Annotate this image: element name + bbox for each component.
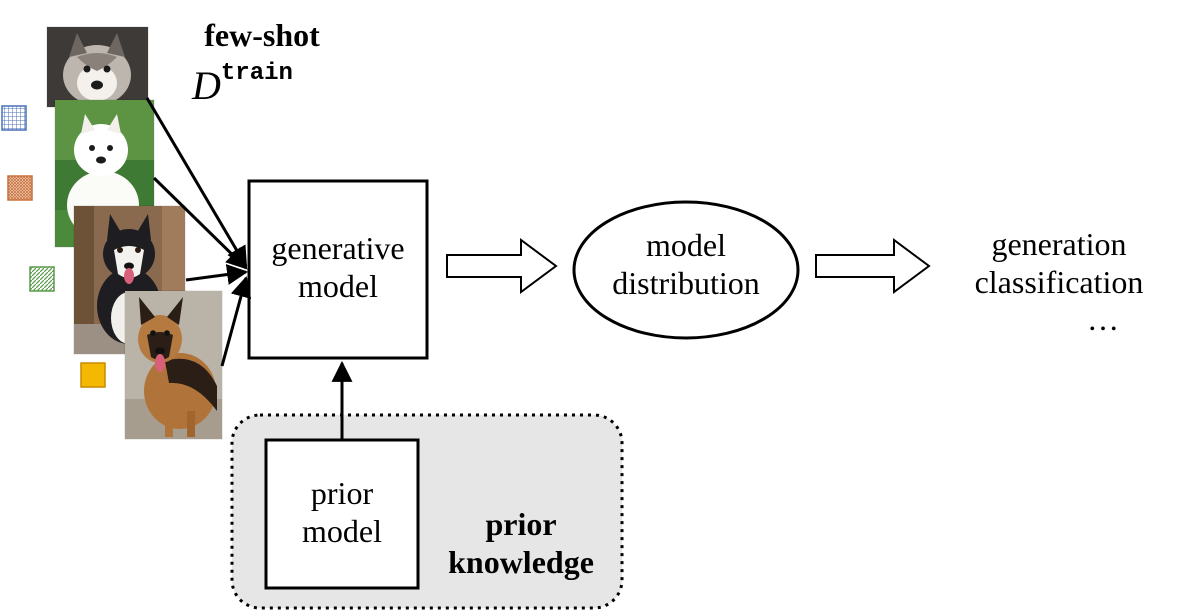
model-distribution-label: model distribution <box>574 226 798 303</box>
dataset-superscript: train <box>220 60 293 87</box>
output-ellipsis: … <box>1087 300 1119 337</box>
prior-knowledge-line1: prior <box>485 506 557 542</box>
hollow-arrow-to-outputs <box>815 238 931 294</box>
output-generation: generation <box>991 226 1127 262</box>
generative-model-line2: model <box>298 268 378 305</box>
prior-model-box <box>264 438 420 590</box>
few-shot-title: few-shot <box>204 17 320 53</box>
prior-model-line2: model <box>302 513 382 550</box>
prior-knowledge-label: prior knowledge <box>428 505 614 582</box>
legend-square-green <box>29 266 55 292</box>
model-distribution-ellipse <box>572 200 800 340</box>
generative-model-box <box>247 179 429 360</box>
legend-square-yellow <box>80 362 106 388</box>
dataset-symbol: D <box>192 63 221 108</box>
generative-model-label: generative model <box>249 229 427 306</box>
model-distribution-line2: distribution <box>612 265 760 302</box>
model-distribution-line1: model <box>646 227 726 263</box>
legend-square-blue <box>1 105 27 131</box>
photo-malamute-puppy <box>47 27 148 107</box>
prior-model-label: prior model <box>266 474 418 551</box>
outputs-label: generation classification … <box>946 225 1172 337</box>
output-classification: classification <box>974 264 1144 301</box>
prior-model-line1: prior <box>310 475 374 511</box>
photo-german-shepherd <box>125 291 222 439</box>
dataset-label: Dtrain <box>192 60 342 110</box>
hollow-arrow-to-distribution <box>446 238 558 294</box>
legend-square-orange <box>7 175 33 201</box>
prior-knowledge-line2: knowledge <box>448 544 594 581</box>
generative-model-line1: generative <box>271 230 405 266</box>
